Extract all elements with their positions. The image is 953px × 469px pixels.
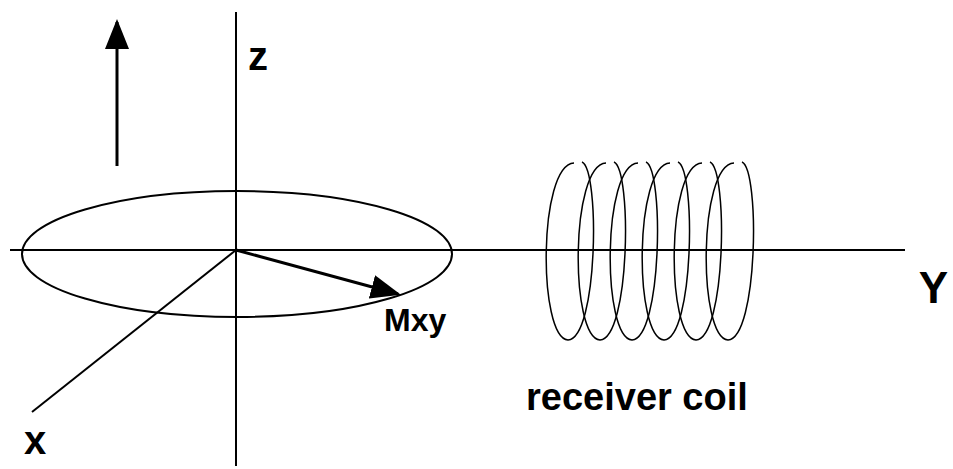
receiver-coil [546, 162, 753, 340]
x-axis [32, 250, 236, 412]
precession-ellipse [22, 191, 452, 317]
axis-label: x [24, 420, 46, 460]
magnetization-vector [236, 250, 398, 294]
vector-label: Mxy [384, 304, 446, 336]
coil-label: receiver coil [526, 378, 748, 416]
coil-winding [706, 162, 753, 340]
field-arrow [116, 22, 119, 166]
z-axis [235, 12, 237, 466]
axis-label: z [248, 36, 268, 76]
axis-label: Y [919, 266, 948, 310]
y-axis [10, 249, 905, 251]
